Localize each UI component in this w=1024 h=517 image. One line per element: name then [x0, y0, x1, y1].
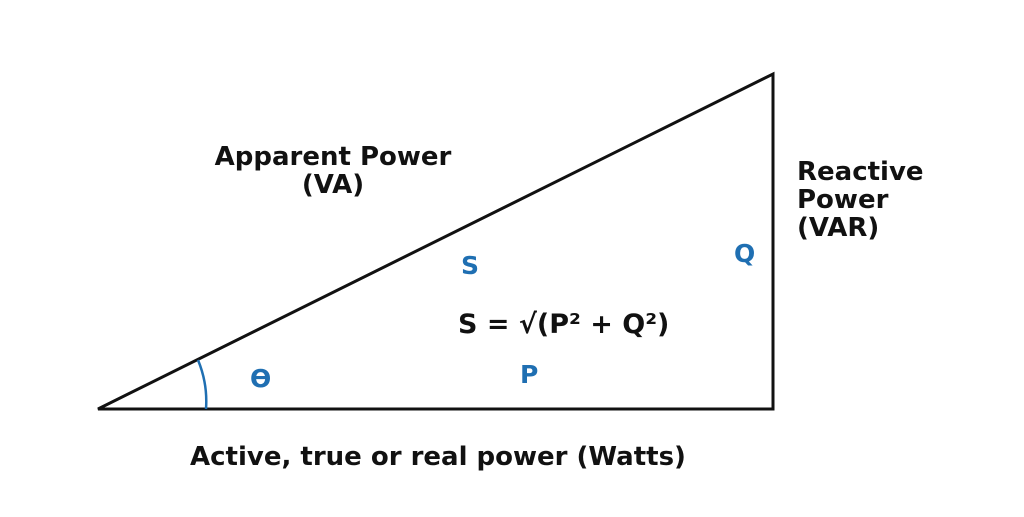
symbol-p: P [520, 360, 539, 389]
angle-arc [196, 359, 208, 410]
reactive-power-label: Reactive Power (VAR) [797, 158, 924, 242]
reactive-power-line2: Power [797, 185, 889, 216]
symbol-q: Q [734, 239, 756, 268]
power-triangle [97, 71, 775, 411]
active-power-label: Active, true or real power (Watts) [190, 442, 686, 472]
apparent-power-label: Apparent Power (VA) [180, 143, 486, 199]
symbol-theta: ϴ [250, 364, 272, 393]
reactive-power-line3: (VAR) [797, 213, 880, 244]
apparent-power-line2: (VA) [301, 170, 365, 201]
formula-label: S = √(P² + Q²) [458, 309, 670, 340]
reactive-power-line1: Reactive [797, 157, 924, 187]
symbol-s: S [461, 251, 480, 280]
apparent-power-line1: Apparent Power [214, 142, 452, 172]
